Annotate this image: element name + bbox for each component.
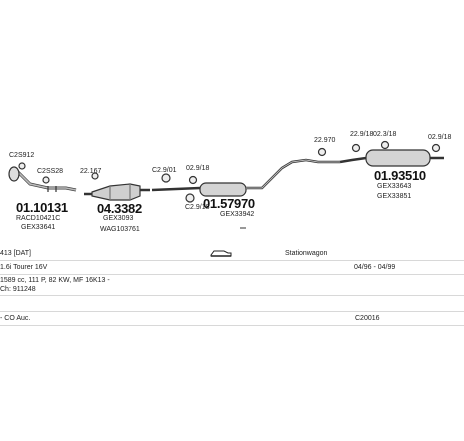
part-ref-p12: 02.3/18 bbox=[373, 131, 397, 138]
middle-silencer bbox=[199, 182, 247, 197]
info-specs: 1589 cc, 111 P, 82 KW, MF 16K13 - bbox=[0, 277, 110, 284]
rubber-4 bbox=[317, 147, 327, 157]
part-ref-p2: C2SS28 bbox=[37, 168, 64, 175]
info-row-3: 1589 cc, 111 P, 82 KW, MF 16K13 - Ch: 91… bbox=[0, 275, 464, 296]
info-row-4: - CO Auc. C20016 bbox=[0, 311, 464, 326]
part-number-p1: 01.10131 bbox=[16, 200, 68, 215]
rubber-3 bbox=[185, 193, 195, 203]
part-ref-p5-b: WAG103761 bbox=[100, 226, 140, 233]
car-icon bbox=[210, 248, 232, 260]
info-note: - CO Auc. bbox=[0, 315, 31, 322]
part-ref-p14-b: GEX33851 bbox=[377, 193, 412, 200]
info-body-type: Stationwagon bbox=[285, 250, 328, 257]
rear-pipe bbox=[339, 156, 367, 164]
info-row-1: 413 [DAT] Stationwagon bbox=[0, 247, 464, 261]
rubber-5 bbox=[351, 143, 361, 153]
exhaust-drawing bbox=[8, 140, 444, 229]
info-years: 04/96 - 04/99 bbox=[354, 264, 396, 271]
rubber-2 bbox=[188, 175, 198, 185]
part-ref-p11: 22.9/18 bbox=[350, 131, 374, 138]
part-ref-p8: C2.9/18 bbox=[185, 204, 210, 211]
info-code: C20016 bbox=[355, 315, 380, 322]
part-number-p5: 04.3382 bbox=[97, 201, 142, 216]
part-ref-p14-a: GEX33643 bbox=[377, 183, 412, 190]
rear-silencer bbox=[365, 149, 431, 167]
exhaust-diagram: C2S912 C2SS28 01.10131 RACD10421C GEX336… bbox=[8, 131, 452, 233]
info-chassis: Ch: 911248 bbox=[0, 286, 36, 293]
rubber-1 bbox=[161, 173, 171, 183]
middle-pipe-2 bbox=[246, 158, 340, 190]
part-ref-p1-b: GEX33641 bbox=[21, 224, 56, 231]
clamp-1 bbox=[18, 162, 26, 170]
part-number-p9: 01.57970 bbox=[203, 196, 255, 211]
info-engine: 1.6i Tourer 16V bbox=[0, 264, 48, 271]
part-ref-p13: 02.9/18 bbox=[428, 134, 452, 141]
info-model-code: 413 [DAT] bbox=[0, 250, 31, 257]
part-ref-p1-a: RACD10421C bbox=[16, 215, 61, 222]
catalytic-converter bbox=[91, 183, 141, 201]
part-ref-p10: 22.970 bbox=[314, 137, 336, 144]
part-ref-p5-a: GEX3093 bbox=[103, 215, 134, 222]
rubber-7 bbox=[431, 143, 441, 153]
part-ref-p9-a: GEX33942 bbox=[220, 211, 255, 218]
clamp-2 bbox=[42, 176, 50, 184]
part-ref-p3: C2S912 bbox=[9, 152, 35, 159]
part-ref-p7: 02.9/18 bbox=[186, 165, 210, 172]
part-ref-p4: 22.167 bbox=[80, 168, 102, 175]
info-row-2: 1.6i Tourer 16V 04/96 - 04/99 bbox=[0, 261, 464, 275]
part-ref-p6: C2.9/01 bbox=[152, 167, 177, 174]
clamp-3 bbox=[91, 172, 99, 180]
rubber-6 bbox=[380, 140, 390, 150]
front-flange bbox=[8, 166, 20, 182]
part-number-p14: 01.93510 bbox=[374, 168, 426, 183]
middle-pipe bbox=[151, 186, 201, 192]
